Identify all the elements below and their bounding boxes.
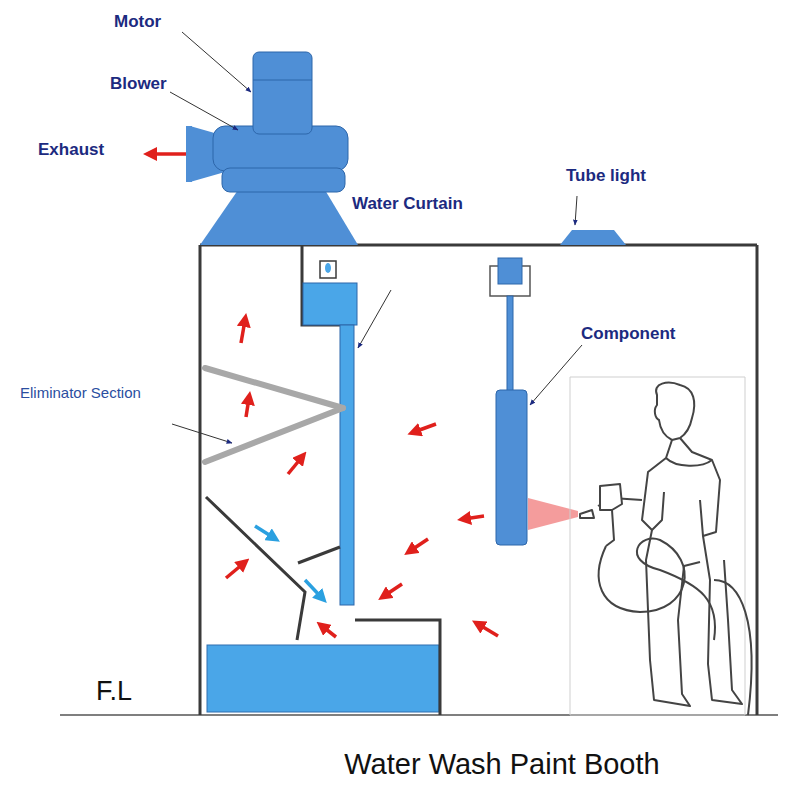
operator [680,438,720,536]
component [490,258,530,545]
airflow-arrow [414,424,436,432]
water-tank [207,645,439,712]
caption: Water Wash Paint Booth [344,748,659,781]
tube-light [560,230,626,245]
baffle-plate [298,547,340,563]
motor [253,52,312,134]
part-label: F.L [96,676,132,707]
baffle-plate [355,620,440,715]
airflow-arrow [478,624,498,636]
operator [606,510,614,546]
airflow-arrow [410,539,428,551]
water-curtain [325,263,331,273]
airflow-arrow [288,457,302,474]
operator [655,383,694,440]
leader-line [182,32,251,92]
water-curtain [320,261,336,278]
component [507,296,513,391]
water-curtain [340,325,354,605]
water-flow-arrow [255,526,322,598]
part-label: Tube light [566,166,646,186]
airflow-arrow [226,320,498,637]
airflow-arrow [246,398,249,417]
operator [714,580,752,715]
operator [646,530,690,706]
part-label: Component [581,324,675,344]
part-label: Eliminator Section [20,384,141,401]
booth-wall [756,245,759,715]
leader-line [170,32,582,443]
operator [580,510,594,518]
part-label: Exhaust [38,140,104,160]
blower [186,126,348,192]
airflow-arrow [464,516,484,519]
motor [253,52,312,134]
exhaust-arrow [150,154,186,155]
tube-light [560,230,626,245]
water-curtain [303,283,357,325]
operator [703,536,742,704]
eliminator-baffle [205,368,343,408]
baffle-plate [206,497,305,640]
booth-wall [200,245,757,715]
operator [666,458,712,466]
exhaust-arrow [150,152,186,156]
exhaust-hood [200,190,358,245]
leader-line [172,424,232,443]
eliminator-baffle [205,368,343,462]
operator [684,562,700,566]
operator [599,539,715,640]
exhaust-hood [200,190,358,245]
eliminator-baffle [205,408,343,462]
part-label: Motor [114,12,161,32]
part-label: Blower [110,74,167,94]
blower [222,168,345,192]
component [498,258,522,284]
leader-line [358,290,391,348]
water-flow-arrow [255,526,274,538]
blower [186,126,192,182]
operator [600,484,622,510]
operator [642,440,672,530]
water-tank [207,645,439,712]
leader-line [530,345,582,405]
airflow-arrow [322,626,336,637]
airflow-arrow [384,584,402,596]
baffle-plate [206,497,440,715]
leader-line [170,92,238,130]
leader-line [575,196,577,225]
water-flow-arrow [305,580,322,598]
motor [253,80,312,81]
airflow-arrow [226,563,244,578]
airflow-arrow [241,320,245,343]
part-label: Water Curtain [352,194,463,214]
component [496,390,527,545]
operator [570,377,752,715]
booth-wall [199,245,202,715]
operator [570,377,745,715]
